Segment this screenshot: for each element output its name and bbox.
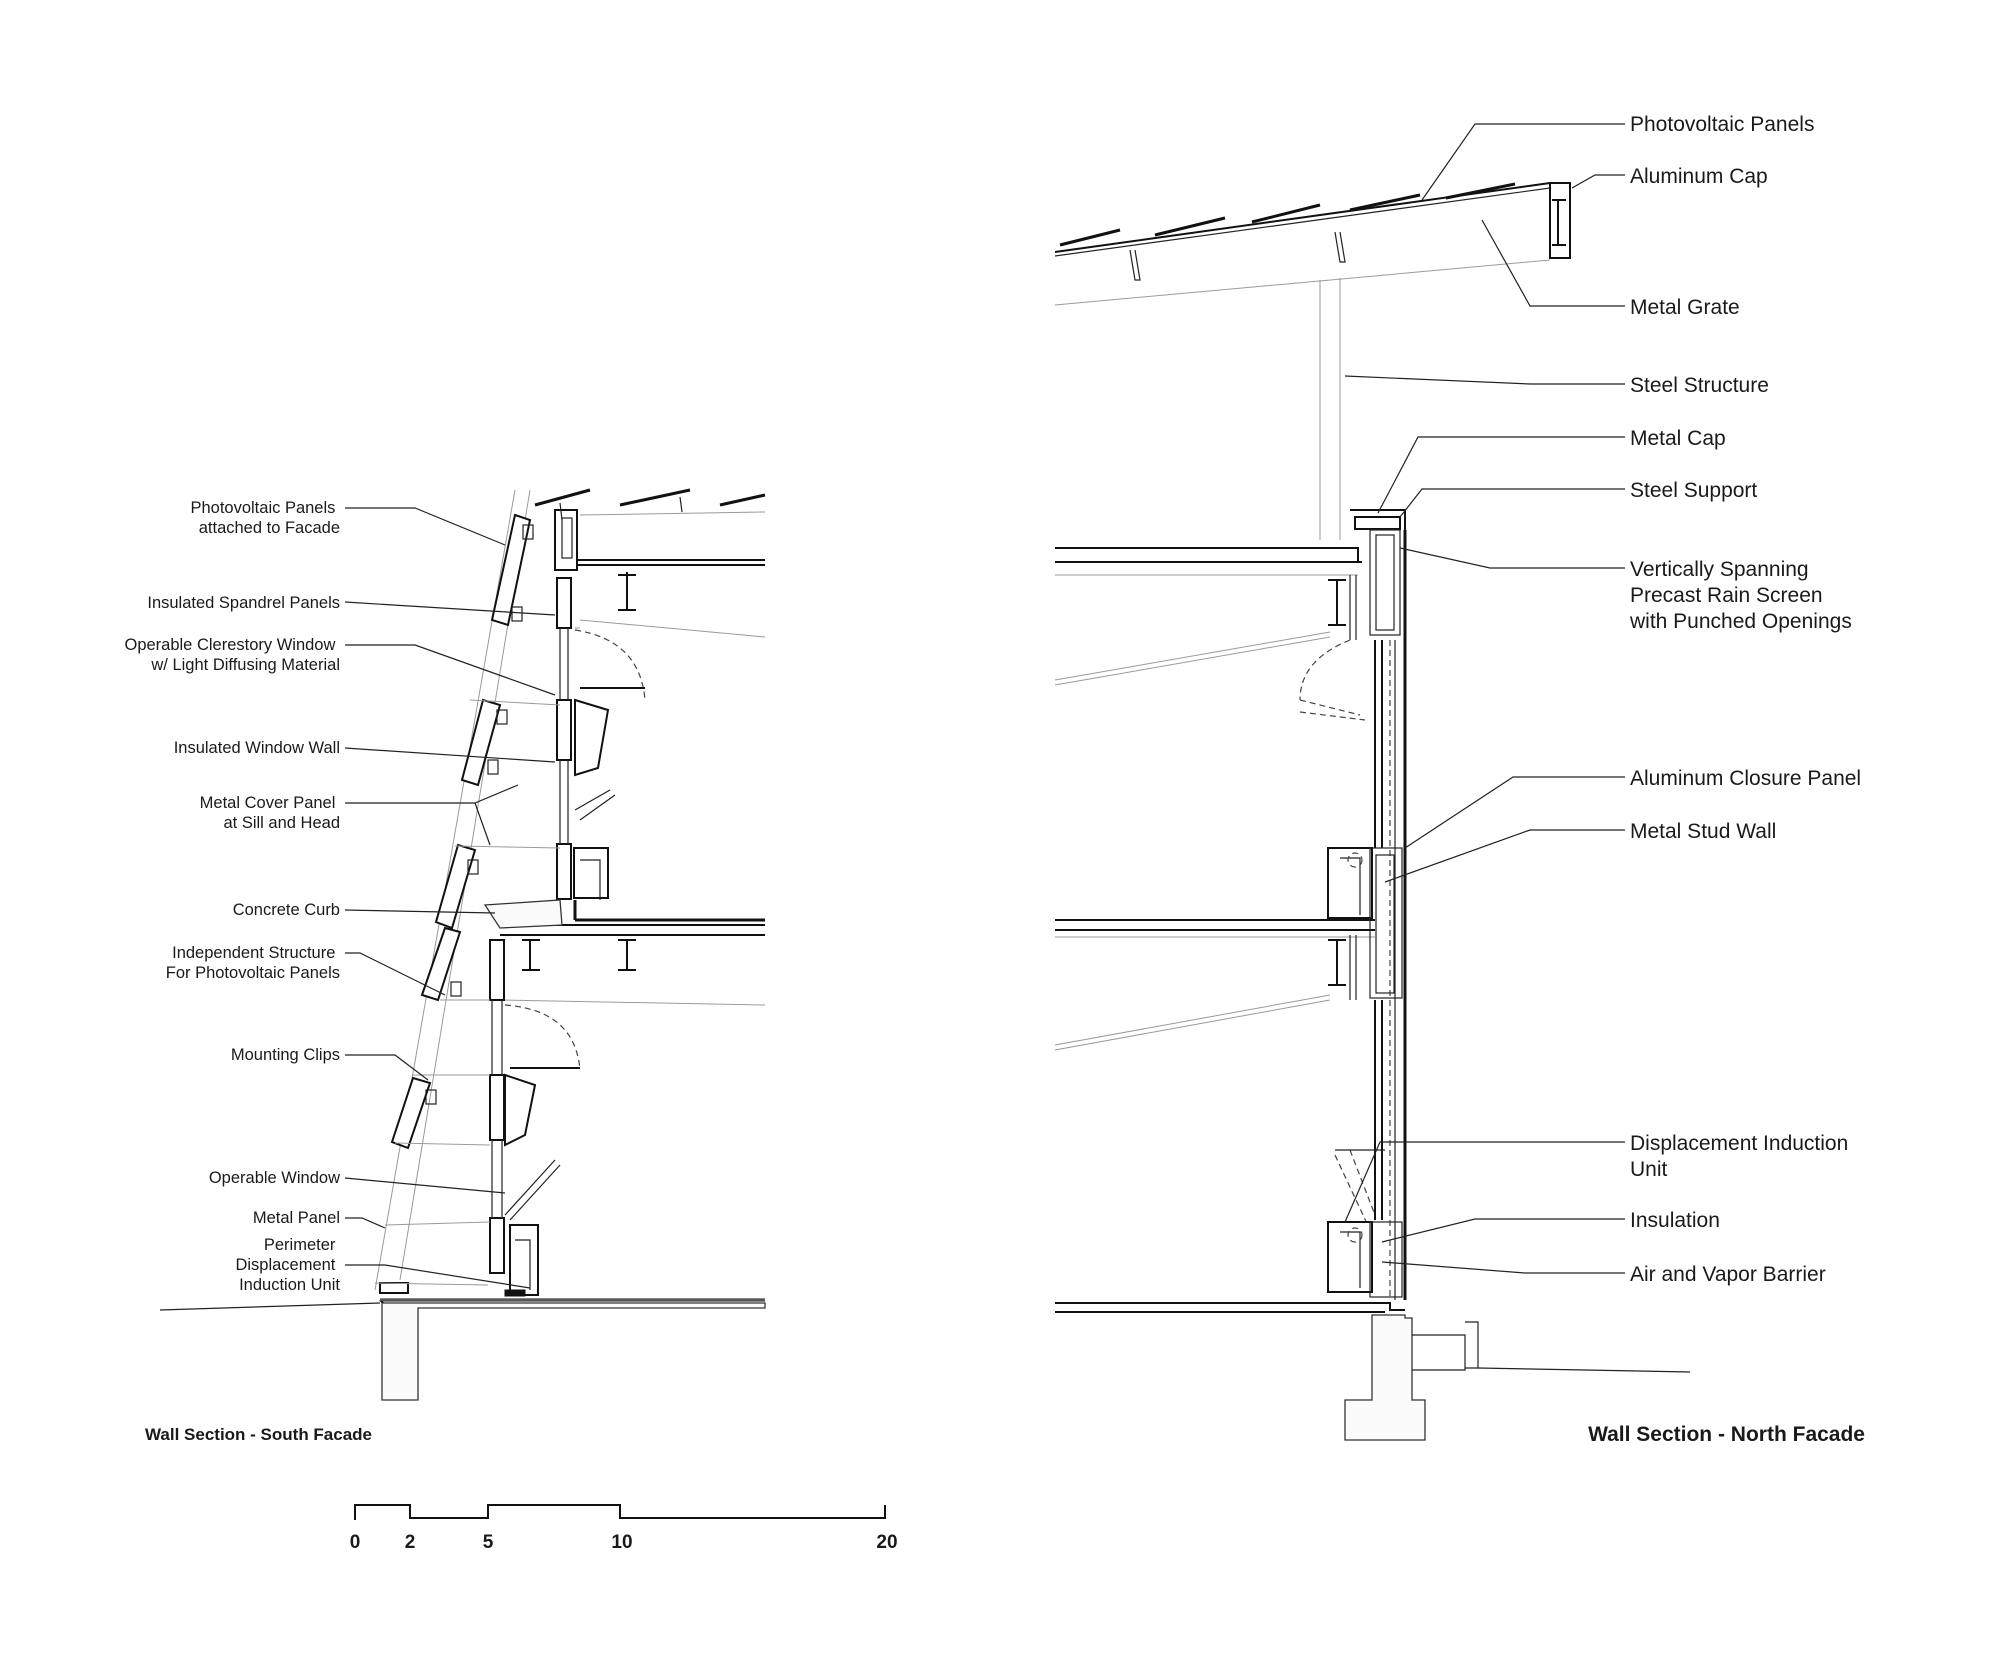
scale-bar bbox=[354, 1504, 886, 1520]
scale-tick-label: 0 bbox=[350, 1532, 361, 1553]
south-section-geometry bbox=[159, 488, 766, 1401]
label-insulation: Insulation bbox=[1630, 1209, 1720, 1232]
north-section-title: Wall Section - North Facade bbox=[1588, 1423, 1865, 1446]
label-aluminum-cap: Aluminum Cap bbox=[1630, 165, 1768, 188]
scale-tick-label: 2 bbox=[405, 1532, 416, 1553]
label-metal-grate: Metal Grate bbox=[1630, 296, 1740, 319]
label-pv-panels-facade: Photovoltaic Panels attached to Facade bbox=[190, 499, 340, 537]
label-operable-window: Operable Window bbox=[209, 1169, 340, 1187]
label-photovoltaic-panels: Photovoltaic Panels bbox=[1630, 113, 1814, 136]
label-perimeter-displacement-unit: Perimeter Displacement Induction Unit bbox=[235, 1236, 340, 1294]
scale-tick-label: 10 bbox=[611, 1532, 632, 1553]
label-steel-support: Steel Support bbox=[1630, 479, 1757, 502]
label-displacement-induction-unit: Displacement Induction Unit bbox=[1630, 1132, 1854, 1181]
scale-bar-labels: 0 2 5 10 20 bbox=[350, 1532, 898, 1553]
label-independent-structure: Independent Structure For Photovoltaic P… bbox=[166, 944, 340, 982]
north-leaders bbox=[1344, 123, 1625, 1274]
north-labels: Photovoltaic Panels Aluminum Cap Metal G… bbox=[1588, 113, 1865, 1446]
scale-tick-label: 5 bbox=[483, 1532, 494, 1553]
label-metal-cover-panel: Metal Cover Panel at Sill and Head bbox=[200, 794, 340, 832]
label-metal-cap: Metal Cap bbox=[1630, 427, 1726, 450]
label-concrete-curb: Concrete Curb bbox=[233, 901, 340, 919]
label-mounting-clips: Mounting Clips bbox=[231, 1046, 340, 1064]
label-insulated-spandrel-panels: Insulated Spandrel Panels bbox=[147, 594, 340, 612]
scale-tick-label: 20 bbox=[876, 1532, 897, 1553]
south-labels: Photovoltaic Panels attached to Facade I… bbox=[124, 499, 372, 1444]
north-section-geometry bbox=[1054, 182, 1691, 1441]
label-metal-panel: Metal Panel bbox=[253, 1209, 340, 1227]
label-steel-structure: Steel Structure bbox=[1630, 374, 1769, 397]
south-section-title: Wall Section - South Facade bbox=[145, 1425, 372, 1444]
label-air-vapor-barrier: Air and Vapor Barrier bbox=[1630, 1263, 1826, 1286]
label-insulated-window-wall: Insulated Window Wall bbox=[174, 739, 340, 757]
label-metal-stud-wall: Metal Stud Wall bbox=[1630, 820, 1776, 843]
label-operable-clerestory-window: Operable Clerestory Window w/ Light Diff… bbox=[124, 636, 340, 674]
south-leaders bbox=[344, 507, 556, 1289]
label-precast-rain-screen: Vertically Spanning Precast Rain Screen … bbox=[1629, 558, 1852, 633]
label-aluminum-closure-panel: Aluminum Closure Panel bbox=[1630, 767, 1861, 790]
